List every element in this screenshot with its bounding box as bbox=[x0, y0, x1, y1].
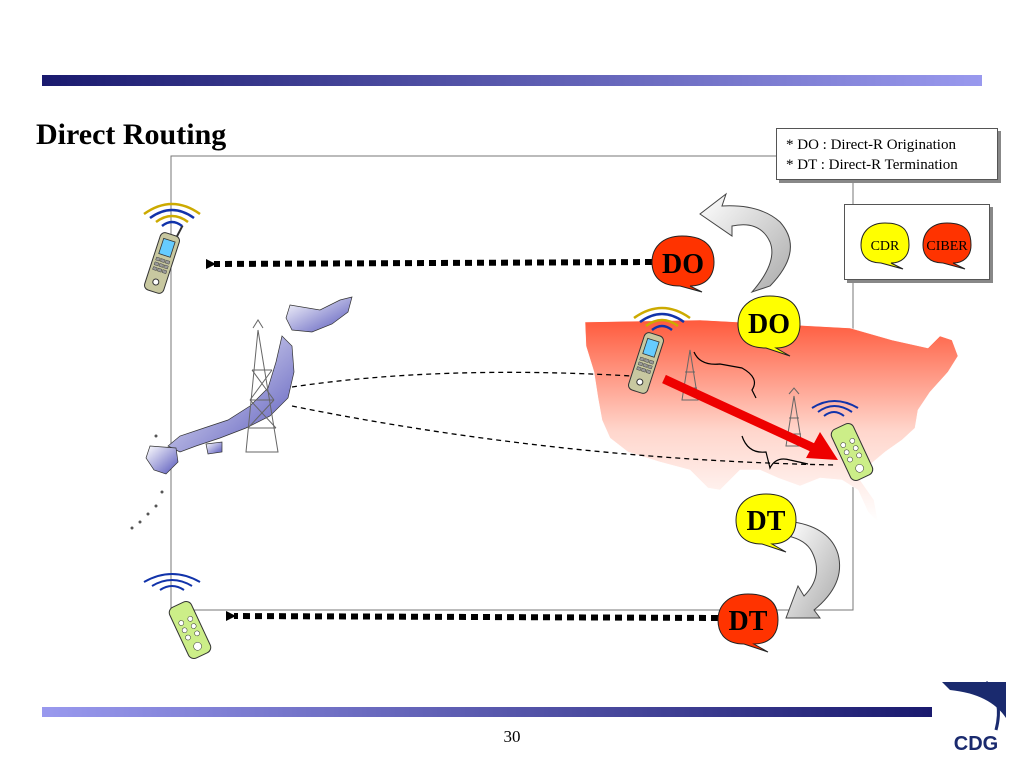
page-number: 30 bbox=[503, 727, 521, 746]
record-type-box: CDR CIBER bbox=[844, 204, 990, 280]
do-red-bubble: DO bbox=[651, 235, 715, 293]
phone-icon-usa-termination bbox=[830, 423, 874, 481]
do-yellow-bubble: DO bbox=[737, 295, 801, 357]
ciber-bubble: CIBER bbox=[922, 222, 972, 270]
record-type-bubbles: CDR CIBER bbox=[860, 222, 972, 270]
dt-red-bubble: DT bbox=[717, 593, 779, 653]
dt-curved-arrow bbox=[785, 521, 841, 619]
do-yellow-bubble-label: DO bbox=[748, 309, 790, 340]
cdr-label: CDR bbox=[871, 239, 900, 254]
cdr-bubble: CDR bbox=[860, 222, 910, 270]
cdg-logo-text: CDG bbox=[954, 733, 998, 755]
signal-waves-icon-bottom-left bbox=[143, 573, 201, 591]
usa-map bbox=[584, 319, 959, 523]
dt-yellow-bubble: DT bbox=[735, 493, 797, 553]
slide-title: Direct Routing bbox=[36, 118, 227, 151]
phone-icon-top-left bbox=[144, 225, 184, 294]
signal-waves-icon-usa-termination bbox=[811, 400, 859, 417]
ciber-label: CIBER bbox=[926, 239, 968, 254]
phone-icon-usa-origin bbox=[628, 332, 664, 394]
bottom-rule bbox=[42, 707, 932, 717]
lower-brace bbox=[741, 435, 809, 470]
legend-do-definition: * DO : Direct-R Origination bbox=[786, 137, 956, 153]
do-curved-arrow bbox=[699, 192, 791, 294]
upper-brace bbox=[693, 351, 757, 399]
signal-waves-icon-top-left bbox=[143, 202, 201, 228]
dt-red-bubble-label: DT bbox=[729, 606, 768, 637]
japan-to-usa-link-2 bbox=[291, 405, 837, 466]
routing-red-arrow bbox=[662, 374, 838, 460]
do-dotted-arrow bbox=[205, 259, 653, 270]
legend-box: * DO : Direct-R Origination * DT : Direc… bbox=[776, 128, 998, 180]
japan-antenna-tower-icon bbox=[245, 319, 279, 453]
top-rule bbox=[42, 75, 982, 86]
legend-dt-definition: * DT : Direct-R Termination bbox=[786, 157, 958, 173]
cdg-logo: CDG bbox=[942, 680, 1010, 755]
phone-icon-bottom-left bbox=[168, 601, 212, 659]
signal-waves-icon-usa-origin bbox=[633, 306, 691, 332]
dt-dotted-arrow bbox=[225, 610, 719, 621]
do-red-bubble-label: DO bbox=[662, 249, 704, 280]
japan-to-usa-link-1 bbox=[291, 371, 633, 388]
dt-yellow-bubble-label: DT bbox=[747, 506, 786, 537]
japan-map bbox=[130, 296, 353, 530]
